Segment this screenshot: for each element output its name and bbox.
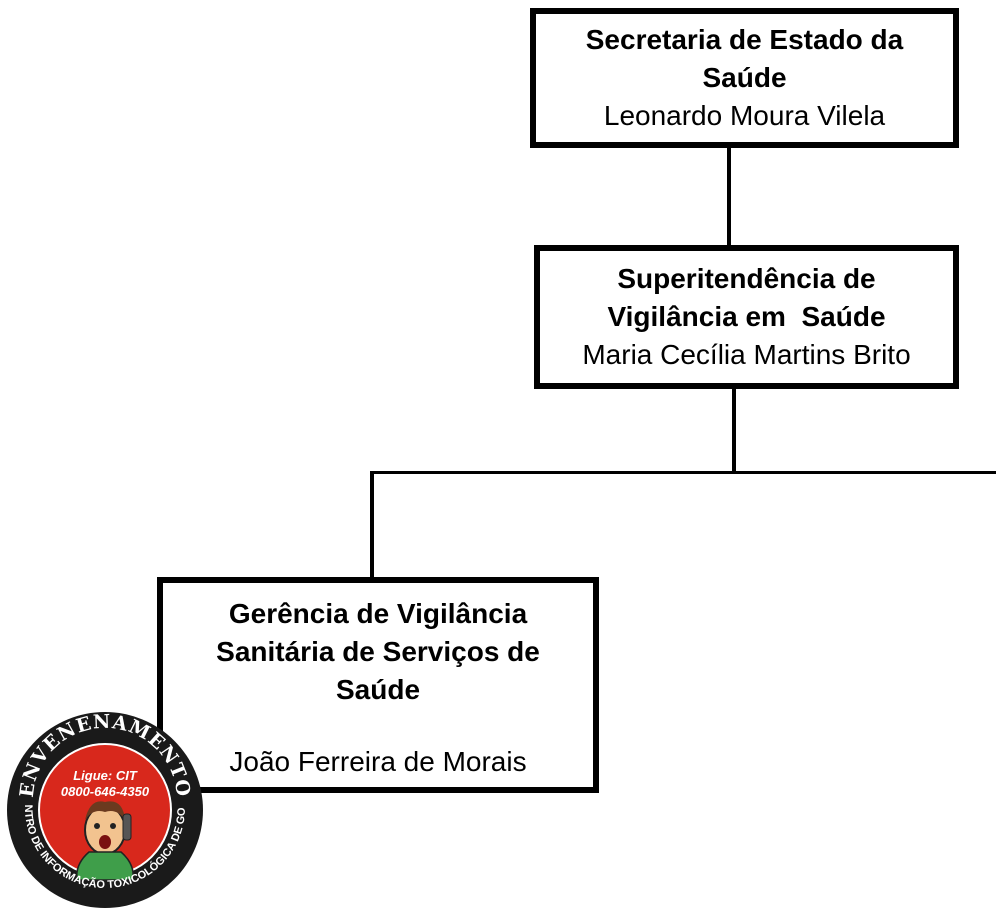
connector-horizontal-branch [370, 471, 996, 474]
poison-center-badge: ENVENENAMENTO Ligue: CIT 0800-646-4350 C… [1, 692, 203, 908]
poison-center-logo: ENVENENAMENTO Ligue: CIT 0800-646-4350 C… [1, 692, 205, 921]
org-box-secretaria: Secretaria de Estado da Saúde Leonardo M… [530, 8, 959, 148]
org-box-title: Sanitária de Serviços de [216, 636, 540, 667]
org-box-person: Leonardo Moura Vilela [603, 100, 886, 131]
org-box-title: Vigilância em Saúde [607, 301, 886, 332]
org-box-superintendencia: Superitendência de Vigilância em Saúde M… [534, 245, 959, 389]
org-box-title: Gerência de Vigilância [228, 598, 528, 629]
org-box-title: Saúde [335, 674, 421, 705]
worried-person-icon [76, 801, 134, 881]
connector-secretaria-to-superintendencia [727, 148, 731, 245]
org-box-person: João Ferreira de Morais [229, 746, 527, 777]
org-box-title: Secretaria de Estado da [585, 24, 904, 55]
org-box-title: Superitendência de [617, 263, 876, 294]
org-box-title: Saúde [702, 62, 787, 93]
org-box-gerencia: Gerência de Vigilância Sanitária de Serv… [157, 577, 599, 793]
connector-superintendencia-down [732, 389, 736, 473]
connector-to-gerencia [370, 471, 374, 577]
logo-phone: 0800-646-4350 [61, 784, 150, 799]
org-box-person: Maria Cecília Martins Brito [582, 339, 911, 370]
logo-call-text: Ligue: CIT [73, 768, 138, 783]
